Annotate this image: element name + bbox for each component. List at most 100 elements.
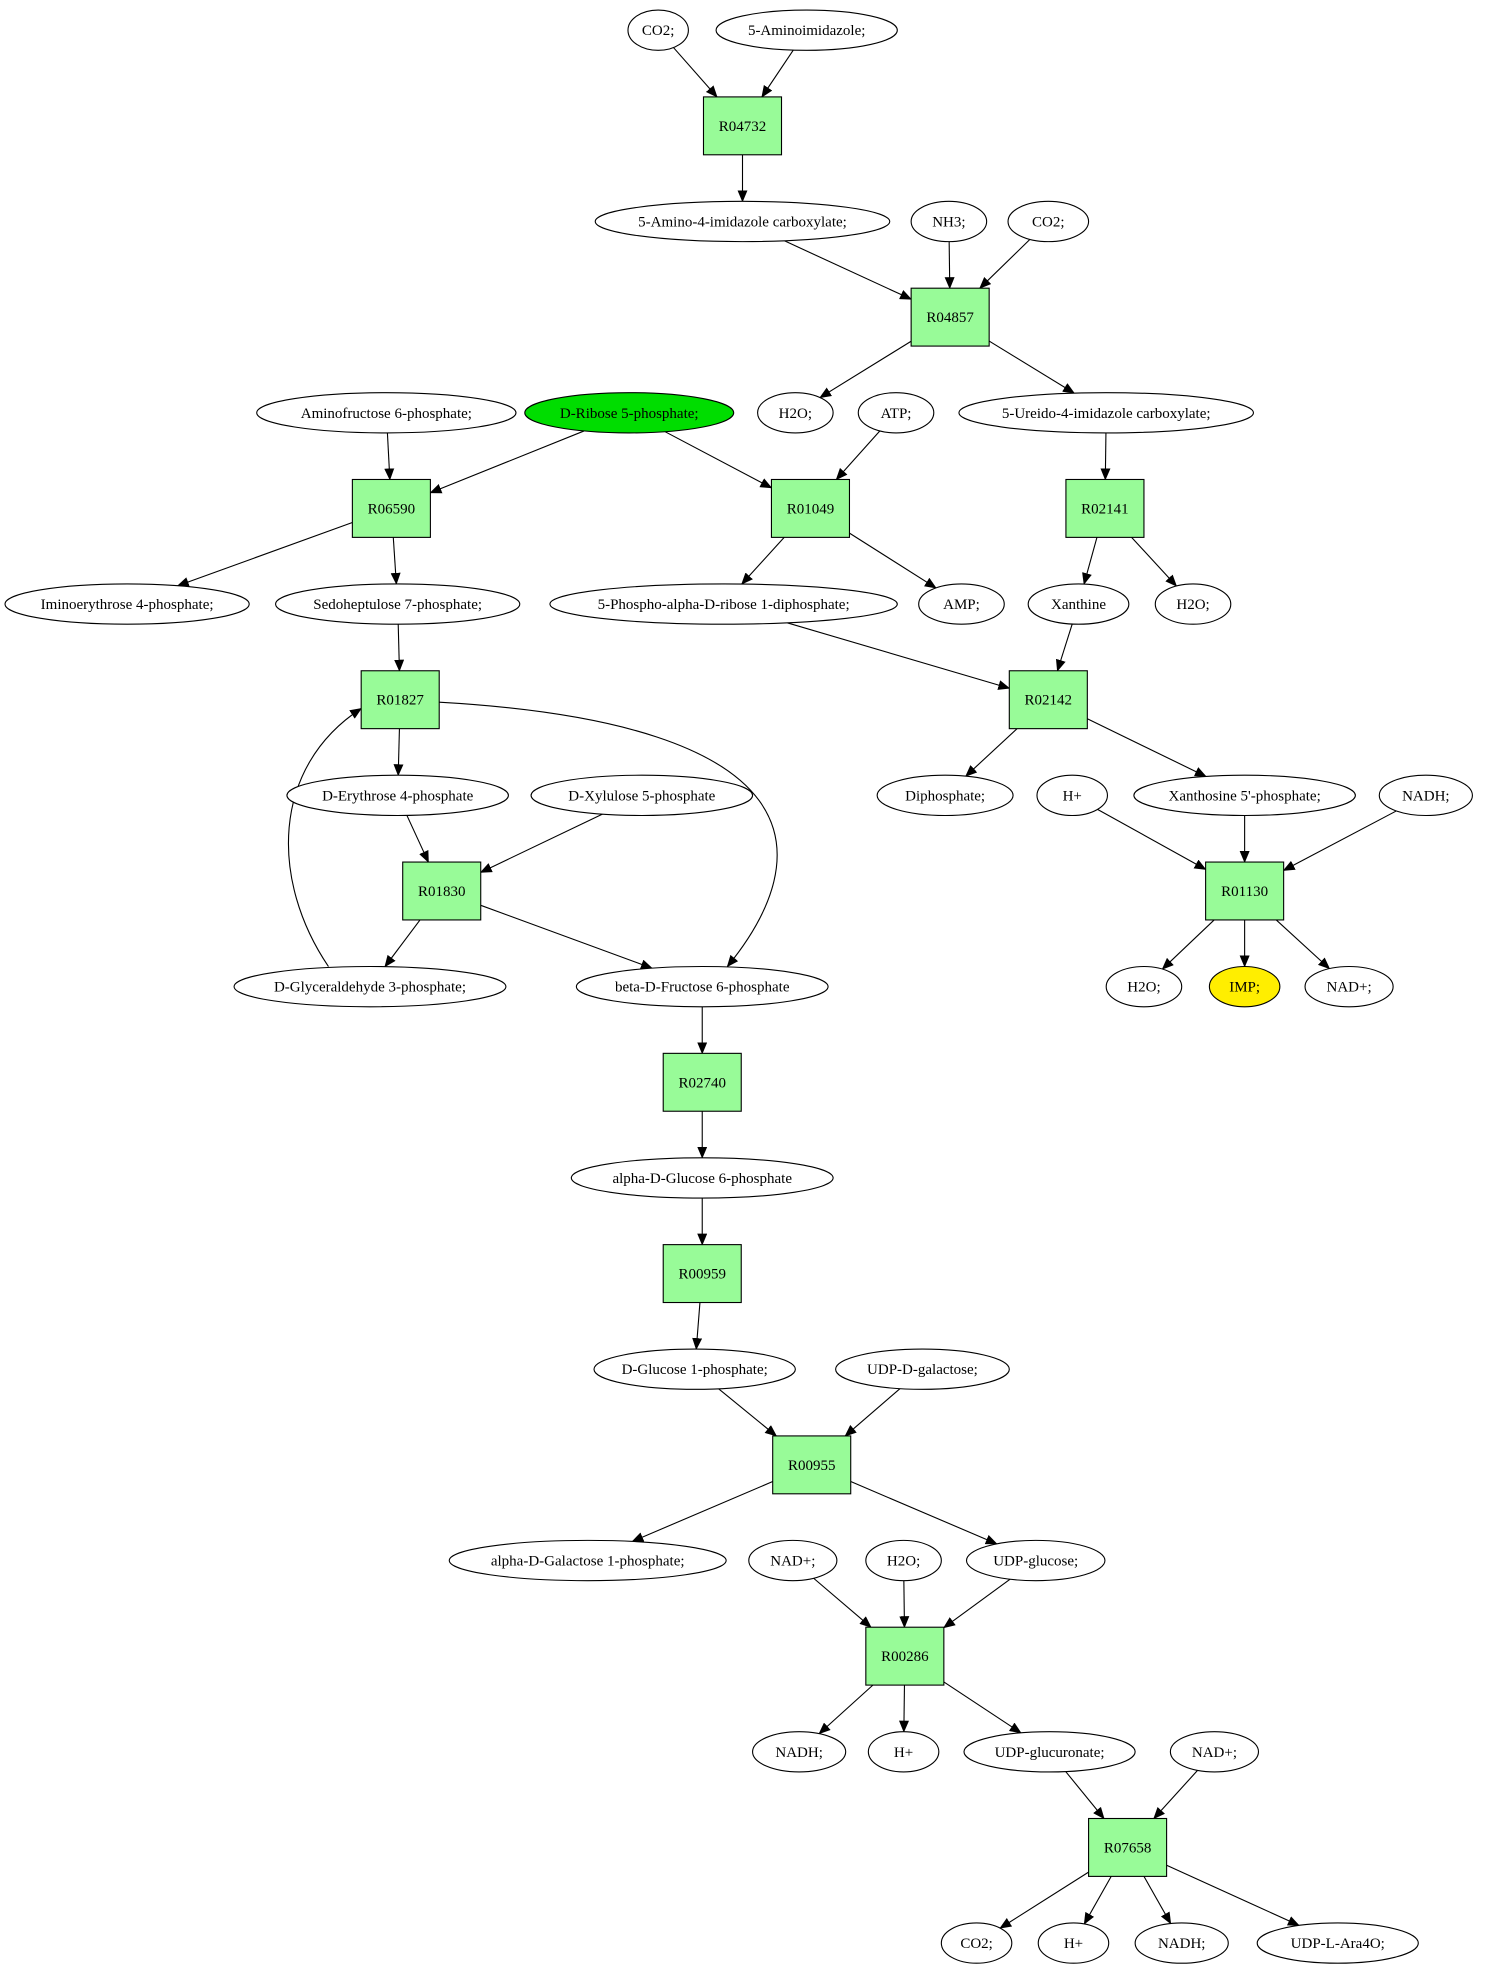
reaction-node-r06590[interactable]: R06590 — [351, 478, 431, 538]
compound-ellipse — [752, 1731, 847, 1773]
compound-ellipse — [748, 1539, 838, 1582]
compound-ellipse — [286, 774, 509, 817]
compound-ellipse — [876, 774, 1014, 817]
compound-node-c_nh3[interactable]: NH3; — [910, 200, 988, 243]
edge-r01830-to-c_f6p — [480, 904, 653, 970]
compound-node-c_hplus_3[interactable]: H+ — [1037, 1922, 1110, 1964]
reaction-node-r02142[interactable]: R02142 — [1008, 670, 1088, 730]
compound-node-c_udpglc[interactable]: UDP-glucose; — [965, 1539, 1106, 1582]
compound-label: H+ — [1064, 1936, 1083, 1952]
compound-label: H+ — [1063, 788, 1082, 804]
reaction-node-r01827[interactable]: R01827 — [360, 670, 440, 730]
edge-c_prpp-to-r02142 — [787, 622, 1011, 690]
reaction-node-r04732[interactable]: R04732 — [702, 96, 783, 156]
edge-c_udpglcA-to-r07658 — [1065, 1771, 1105, 1820]
compound-node-c_g6p[interactable]: alpha-D-Glucose 6-phosphate — [570, 1157, 834, 1199]
compound-node-c_hplus_2[interactable]: H+ — [867, 1731, 940, 1773]
compound-node-c_co2_3[interactable]: CO2; — [940, 1922, 1013, 1964]
reaction-node-r07658[interactable]: R07658 — [1088, 1817, 1168, 1877]
compound-node-c_nadplus_1[interactable]: NAD+; — [1304, 965, 1394, 1008]
compound-node-c_nadplus_3[interactable]: NAD+; — [1169, 1731, 1260, 1773]
compound-node-c_aminoimidazole[interactable]: 5-Aminoimidazole; — [715, 9, 898, 51]
compound-node-c_xanthine[interactable]: Xanthine — [1027, 583, 1130, 625]
reaction-box — [351, 478, 431, 538]
compound-node-c_sedoheptulose[interactable]: Sedoheptulose 7-phosphate; — [275, 583, 521, 625]
edge-c_atp-to-r01049 — [835, 430, 881, 481]
edge-r01049-to-c_amp — [849, 532, 937, 589]
compound-node-c_udpara4o[interactable]: UDP-L-Ara4O; — [1256, 1922, 1419, 1964]
reaction-box — [1008, 670, 1088, 730]
compound-ellipse — [256, 392, 517, 434]
edge-r07658-to-c_hplus_3 — [1083, 1876, 1112, 1925]
compound-node-c_xmp[interactable]: Xanthosine 5'-phosphate; — [1133, 774, 1356, 817]
reaction-node-r00955[interactable]: R00955 — [772, 1435, 852, 1495]
compound-ellipse — [1007, 200, 1090, 243]
compound-node-c_h2o_2[interactable]: H2O; — [1154, 583, 1232, 625]
compound-node-c_udpglcA[interactable]: UDP-glucuronate; — [963, 1731, 1136, 1773]
compound-label: 5-Phospho-alpha-D-ribose 1-diphosphate; — [598, 597, 850, 613]
compound-node-c_erythrose4p[interactable]: D-Erythrose 4-phosphate — [286, 774, 509, 817]
compound-node-c_h2o_1[interactable]: H2O; — [757, 392, 834, 434]
compound-node-c_iminoerythrose[interactable]: Iminoerythrose 4-phosphate; — [4, 583, 250, 625]
reaction-node-r02740[interactable]: R02740 — [662, 1052, 742, 1112]
reaction-node-r01049[interactable]: R01049 — [770, 478, 851, 538]
compound-node-c_ureido[interactable]: 5-Ureido-4-imidazole carboxylate; — [958, 392, 1254, 434]
compound-node-c_prpp[interactable]: 5-Phospho-alpha-D-ribose 1-diphosphate; — [549, 583, 898, 625]
reaction-node-r00286[interactable]: R00286 — [865, 1626, 945, 1686]
compound-ellipse — [1154, 583, 1232, 625]
compound-node-c_g3p[interactable]: D-Glyceraldehyde 3-phosphate; — [233, 965, 507, 1008]
compound-node-c_co2_2[interactable]: CO2; — [1007, 200, 1090, 243]
compound-node-c_atp[interactable]: ATP; — [857, 392, 935, 434]
compound-ellipse — [1208, 965, 1281, 1008]
compound-node-c_imp[interactable]: IMP; — [1208, 965, 1281, 1008]
compound-node-c_amino_imid_carbox[interactable]: 5-Amino-4-imidazole carboxylate; — [594, 200, 891, 243]
reaction-node-r00959[interactable]: R00959 — [662, 1244, 742, 1304]
reaction-node-r04857[interactable]: R04857 — [910, 287, 990, 347]
compound-ellipse — [965, 1539, 1106, 1582]
compound-node-c_nadh_1[interactable]: NADH; — [1378, 774, 1473, 817]
compound-ellipse — [857, 392, 935, 434]
compound-ellipse — [1378, 774, 1473, 817]
compound-node-c_ribose5p[interactable]: D-Ribose 5-phosphate; — [524, 392, 735, 434]
reaction-box — [910, 287, 990, 347]
compound-node-c_nadplus_2[interactable]: NAD+; — [748, 1539, 838, 1582]
reaction-node-r01830[interactable]: R01830 — [402, 861, 482, 921]
edge-r02141-to-c_h2o_2 — [1131, 536, 1178, 587]
compound-label: Sedoheptulose 7-phosphate; — [313, 597, 482, 613]
compound-ellipse — [1037, 1922, 1110, 1964]
compound-node-c_udpgal[interactable]: UDP-D-galactose; — [835, 1348, 1010, 1390]
compound-node-c_aminofructose[interactable]: Aminofructose 6-phosphate; — [256, 392, 517, 434]
compound-ellipse — [233, 965, 507, 1008]
compound-ellipse — [275, 583, 521, 625]
compound-node-c_nadh_3[interactable]: NADH; — [1134, 1922, 1229, 1964]
compound-label: Diphosphate; — [905, 788, 985, 804]
compound-node-c_hplus_1[interactable]: H+ — [1036, 774, 1109, 817]
edge-c_ribose5p-to-r06590 — [429, 430, 585, 494]
edge-r00286-to-c_udpglcA — [943, 1681, 1022, 1734]
reaction-node-r02141[interactable]: R02141 — [1065, 478, 1145, 538]
compound-ellipse — [1304, 965, 1394, 1008]
compound-node-c_h2o_4[interactable]: H2O; — [865, 1539, 942, 1582]
edge-c_amino_imid_carbox-to-r04857 — [784, 240, 913, 300]
edge-c_aminofructose-to-r06590 — [384, 432, 395, 481]
edge-r01049-to-c_prpp — [741, 536, 785, 585]
compound-label: 5-Ureido-4-imidazole carboxylate; — [1002, 406, 1211, 422]
compound-node-c_gal1p[interactable]: alpha-D-Galactose 1-phosphate; — [448, 1539, 727, 1582]
edge-c_sedoheptulose-to-r01827 — [394, 624, 405, 672]
compound-node-c_xylulose5p[interactable]: D-Xylulose 5-phosphate — [530, 774, 754, 817]
compound-node-c_g1p[interactable]: D-Glucose 1-phosphate; — [593, 1348, 796, 1390]
compound-node-c_nadh_2[interactable]: NADH; — [752, 1731, 847, 1773]
edge-r04857-to-c_h2o_1 — [819, 340, 912, 399]
edge-c_udpgal-to-r00955 — [844, 1388, 901, 1437]
compound-node-c_diphosphate[interactable]: Diphosphate; — [876, 774, 1014, 817]
reaction-node-r01130[interactable]: R01130 — [1205, 861, 1285, 921]
compound-node-c_co2_1[interactable]: CO2; — [627, 9, 689, 51]
compound-ellipse — [963, 1731, 1136, 1773]
compound-node-c_f6p[interactable]: beta-D-Fructose 6-phosphate — [575, 965, 829, 1008]
edge-r00955-to-c_gal1p — [631, 1481, 773, 1542]
reaction-box — [702, 96, 783, 156]
compound-ellipse — [1134, 1922, 1229, 1964]
compound-node-c_h2o_3[interactable]: H2O; — [1105, 965, 1183, 1008]
compound-node-c_amp[interactable]: AMP; — [918, 583, 1005, 625]
